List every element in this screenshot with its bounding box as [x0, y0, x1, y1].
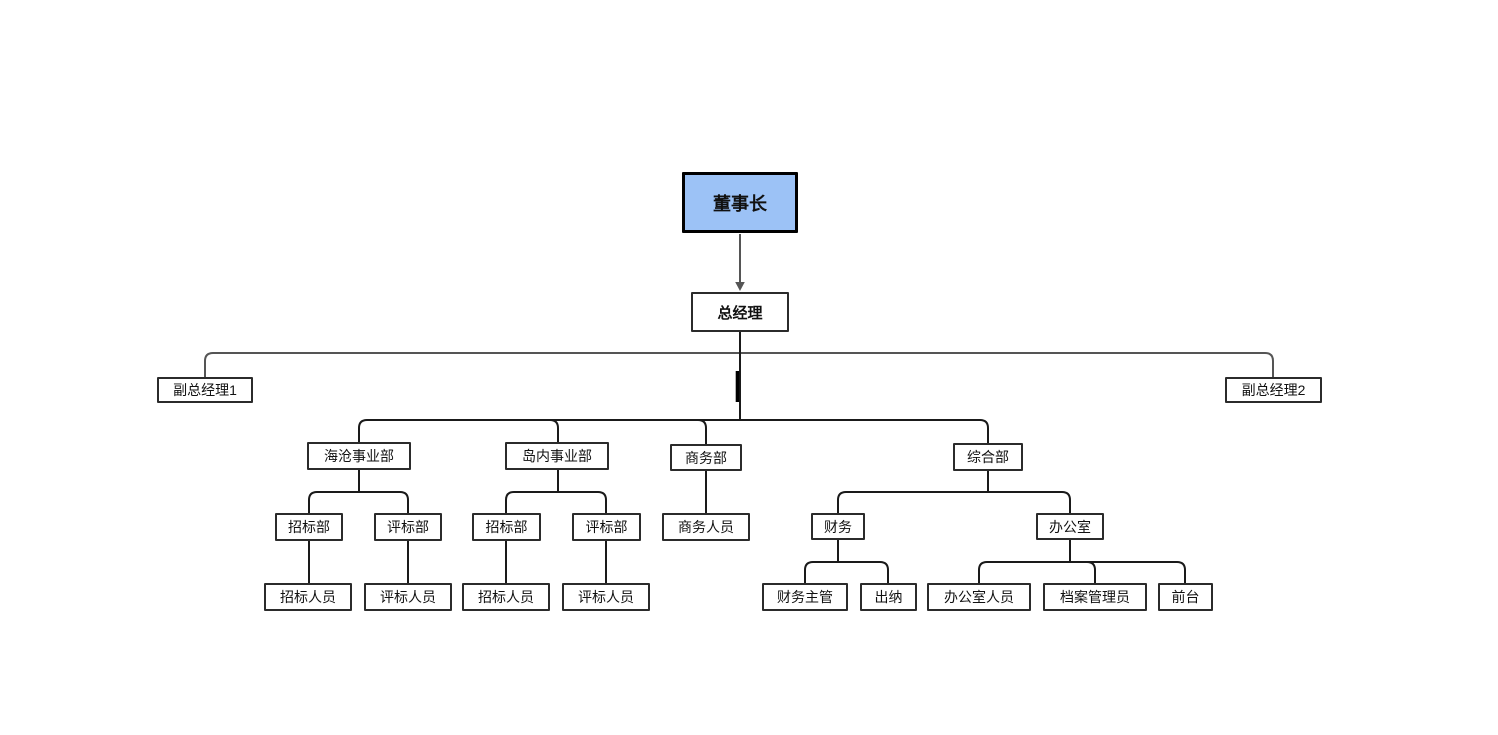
node-chairman[interactable]: 董事长	[682, 172, 798, 233]
edge-zonghe-children	[837, 471, 1071, 513]
edge-drop-shangwu	[697, 419, 707, 444]
node-archives-manager[interactable]: 档案管理员	[1043, 583, 1147, 611]
node-hc-bidding-dept[interactable]: 招标部	[275, 513, 343, 541]
node-daonei-division[interactable]: 岛内事业部	[505, 442, 609, 470]
node-finance-supervisor[interactable]: 财务主管	[762, 583, 848, 611]
node-finance[interactable]: 财务	[811, 513, 865, 540]
node-hc-evaluation-staff[interactable]: 评标人员	[364, 583, 452, 611]
node-dn-bidding-staff[interactable]: 招标人员	[462, 583, 550, 611]
node-receptionist[interactable]: 前台	[1158, 583, 1213, 611]
edge-drop-daonei	[549, 419, 559, 442]
node-office[interactable]: 办公室	[1036, 513, 1104, 540]
node-cashier[interactable]: 出纳	[860, 583, 917, 611]
node-business-staff[interactable]: 商务人员	[662, 513, 750, 541]
node-business-dept[interactable]: 商务部	[670, 444, 742, 471]
node-haicang-division[interactable]: 海沧事业部	[307, 442, 411, 470]
node-dn-bidding-dept[interactable]: 招标部	[472, 513, 541, 541]
node-dn-evaluation-staff[interactable]: 评标人员	[562, 583, 650, 611]
node-office-staff[interactable]: 办公室人员	[927, 583, 1031, 611]
node-hc-bidding-staff[interactable]: 招标人员	[264, 583, 352, 611]
edge-haicang-children	[308, 470, 409, 513]
node-hc-evaluation-dept[interactable]: 评标部	[374, 513, 442, 541]
node-general-affairs-dept[interactable]: 综合部	[953, 443, 1023, 471]
edge-daonei-children	[505, 470, 607, 513]
edge-departments-rail	[358, 419, 989, 443]
edge-office-children	[978, 540, 1186, 583]
node-deputy-gm-2[interactable]: 副总经理2	[1225, 377, 1322, 403]
node-general-manager[interactable]: 总经理	[691, 292, 789, 332]
arrowhead-icon	[735, 282, 745, 291]
edge-caiwu-children	[804, 540, 889, 583]
node-dn-evaluation-dept[interactable]: 评标部	[572, 513, 641, 541]
node-deputy-gm-1[interactable]: 副总经理1	[157, 377, 253, 403]
